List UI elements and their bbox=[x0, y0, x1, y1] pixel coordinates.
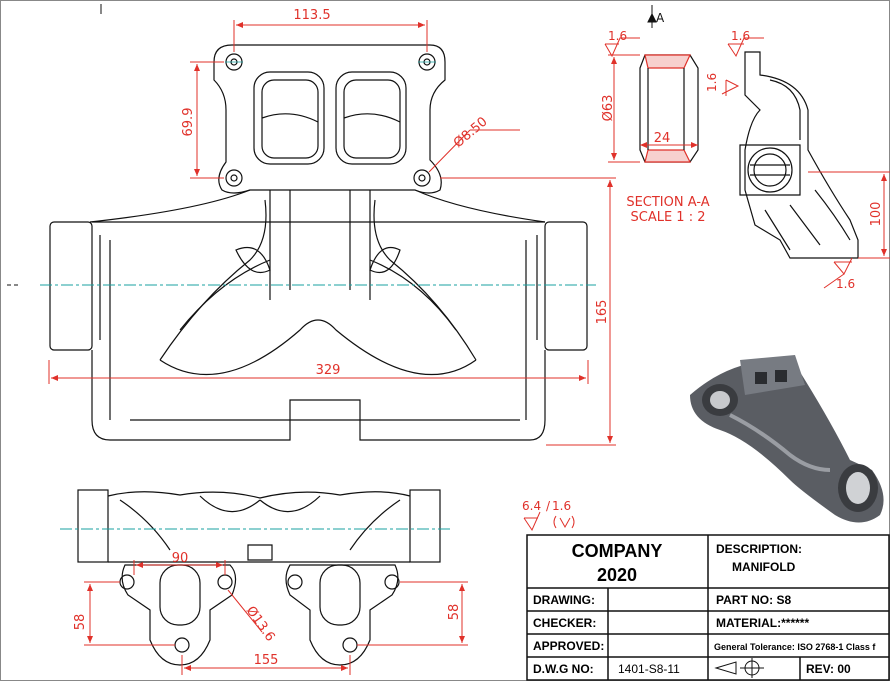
dim-69-9: 69.9 bbox=[181, 108, 196, 137]
dim-165: 165 bbox=[595, 300, 610, 325]
side-view bbox=[739, 51, 859, 259]
front-view bbox=[49, 44, 588, 441]
tb-company-line2: 2020 bbox=[597, 565, 637, 585]
general-roughness-2: 1.6 bbox=[552, 499, 571, 513]
dim-24: 24 bbox=[654, 131, 671, 146]
dwg-symbol bbox=[714, 658, 764, 678]
tb-part-no: PART NO: S8 bbox=[716, 593, 791, 607]
front-dimensions bbox=[48, 20, 616, 446]
dim-329: 329 bbox=[316, 363, 341, 378]
tb-rev: REV: 00 bbox=[806, 662, 851, 676]
side-dimensions bbox=[721, 37, 890, 289]
bottom-view bbox=[77, 489, 441, 666]
section-dimensions bbox=[604, 37, 698, 163]
manifold-body bbox=[89, 189, 546, 223]
side-roughness-bottom: 1.6 bbox=[836, 277, 855, 291]
bottom-flange-right bbox=[285, 564, 399, 666]
title-block bbox=[526, 534, 890, 681]
tb-company-line1: COMPANY bbox=[572, 541, 663, 561]
tb-dwg-value: 1401-S8-11 bbox=[618, 662, 680, 676]
dim-90: 90 bbox=[172, 551, 189, 566]
dim-155: 155 bbox=[254, 653, 279, 668]
tb-drawing-label: DRAWING: bbox=[533, 593, 595, 607]
tb-description-value: MANIFOLD bbox=[732, 560, 796, 574]
section-marker-a: A bbox=[656, 11, 665, 25]
tb-description-label: DESCRIPTION: bbox=[716, 542, 802, 556]
general-roughness-1: 6.4 bbox=[522, 499, 541, 513]
section-view bbox=[639, 54, 699, 163]
dim-58-right: 58 bbox=[447, 604, 462, 621]
side-roughness-top: 1.6 bbox=[731, 29, 750, 43]
top-flange bbox=[213, 44, 446, 194]
dim-13-6: Ø13.6 bbox=[243, 604, 278, 645]
isometric-render bbox=[690, 355, 884, 523]
bottom-dimensions bbox=[84, 560, 468, 675]
svg-text:/: / bbox=[546, 499, 551, 513]
tb-checker-label: CHECKER: bbox=[533, 616, 596, 630]
section-scale: SCALE 1 : 2 bbox=[631, 210, 706, 225]
dim-113-5: 113.5 bbox=[293, 8, 330, 23]
section-roughness: 1.6 bbox=[608, 29, 627, 43]
dim-58-left: 58 bbox=[73, 614, 88, 631]
tb-approved-label: APPROVED: bbox=[533, 639, 604, 653]
dim-63: Ø63 bbox=[601, 95, 616, 122]
side-roughness-left: 1.6 bbox=[705, 73, 719, 92]
dim-100: 100 bbox=[869, 202, 884, 227]
general-roughness-symbol bbox=[523, 511, 575, 532]
tb-dwg-label: D.W.G NO: bbox=[533, 662, 594, 676]
dim-hole-8-5: Ø8.50 bbox=[451, 114, 491, 151]
tb-tolerance: General Tolerance: ISO 2768-1 Class f bbox=[714, 642, 876, 652]
tb-material: MATERIAL:****** bbox=[716, 616, 809, 630]
bottom-flange-left bbox=[121, 564, 237, 666]
section-label: SECTION A-A bbox=[626, 195, 709, 210]
